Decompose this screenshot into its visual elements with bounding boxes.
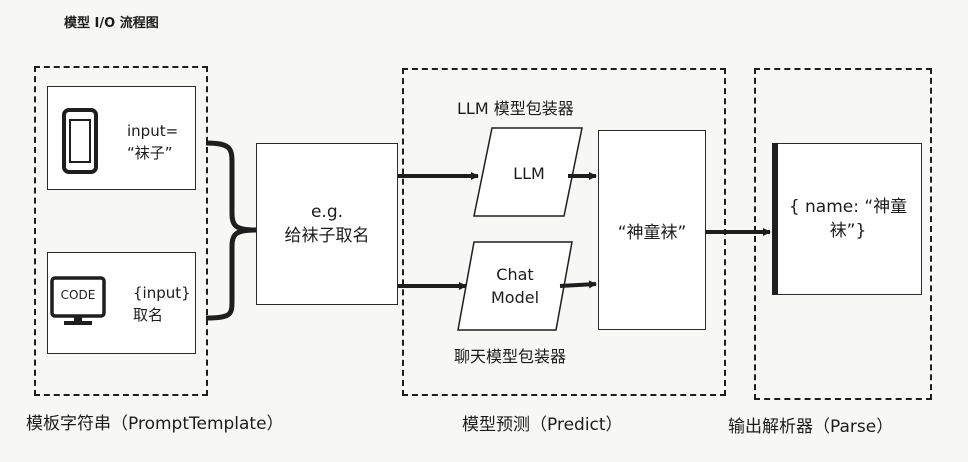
llm-label: LLM: [513, 164, 545, 183]
diagram-title: 模型 I/O 流程图: [64, 16, 159, 31]
chat-model-shape: [457, 241, 573, 331]
example-line2: 给袜子取名: [284, 226, 370, 246]
code-input-line2: 取名: [133, 306, 164, 324]
example-box: e.g. 给袜子取名: [256, 143, 398, 305]
chat-wrapper-label: 聊天模型包装器: [454, 347, 567, 366]
phone-input-line1: input=: [127, 122, 179, 140]
merge-brace: [205, 140, 257, 321]
prompt-template-group: [34, 66, 208, 396]
code-icon-label: CODE: [60, 288, 96, 302]
parse-result-line2: 袜”}: [829, 221, 867, 241]
llm-wrapper-label: LLM 模型包装器: [457, 99, 574, 118]
chat-model-label: Chat Model: [470, 258, 560, 314]
code-input-text: {input} 取名: [133, 282, 191, 326]
parse-result-box: { name: “神童 袜”}: [774, 143, 922, 295]
parse-caption: 输出解析器（Parse）: [728, 417, 894, 437]
predict-caption: 模型预测（Predict）: [462, 415, 623, 435]
phone-input-text: input= “袜子”: [127, 120, 178, 164]
predict-result-text: “神童袜”: [617, 222, 687, 243]
code-input-box: [47, 252, 196, 354]
smartphone-icon: [62, 108, 98, 174]
parse-input-bar: [772, 143, 778, 295]
chat-model-line1: Chat: [496, 265, 534, 284]
predict-result-box: “神童袜”: [598, 130, 706, 330]
parse-result-line1: { name: “神童: [788, 197, 908, 217]
code-input-line1: {input}: [133, 284, 191, 302]
phone-input-line2: “袜子”: [127, 144, 173, 162]
arrow-chat-to-result: [559, 280, 597, 289]
chat-model-line2: Model: [490, 288, 540, 307]
example-line1: e.g.: [310, 202, 344, 222]
prompt-template-caption: 模板字符串（PromptTemplate）: [26, 414, 284, 434]
code-monitor-icon: [50, 276, 106, 325]
llm-shape: [473, 127, 583, 217]
